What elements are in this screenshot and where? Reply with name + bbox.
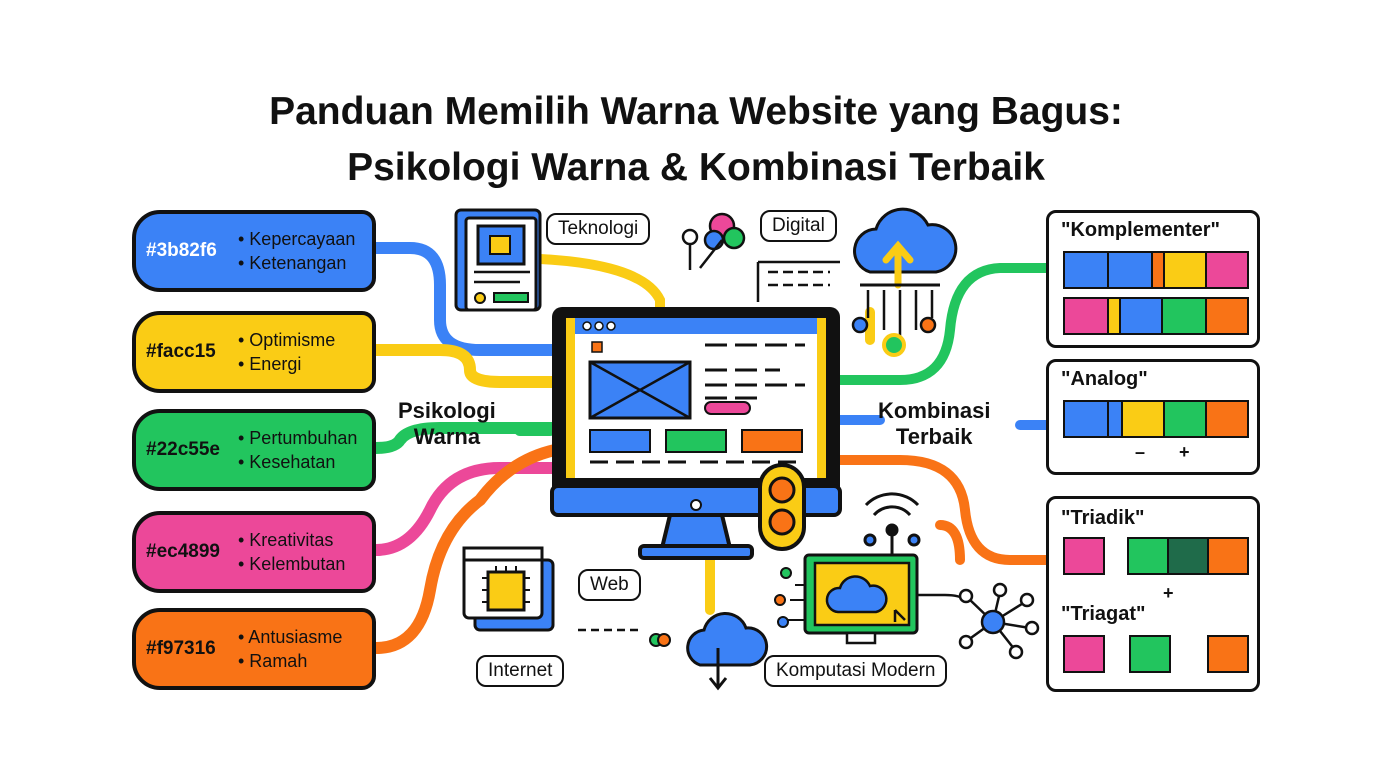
color-card-orange: #f97316 • Antusiasme • Ramah xyxy=(132,608,376,690)
color-card-blue: #3b82f6 • Kepercayaan • Ketenangan xyxy=(132,210,376,292)
swatch xyxy=(1119,297,1163,335)
document-icon xyxy=(454,208,542,312)
trait-item: • Ramah xyxy=(238,651,308,671)
traits-list: • Antusiasme • Ramah xyxy=(238,625,342,673)
box-title: "Triadik" xyxy=(1061,507,1145,529)
title-line-2: Psikologi Warna & Kombinasi Terbaik xyxy=(347,146,1045,189)
swatch xyxy=(1129,635,1171,673)
hex-code: #ec4899 xyxy=(146,541,220,562)
swatch xyxy=(1063,537,1105,575)
connector-green xyxy=(370,422,561,454)
trait-item: • Energi xyxy=(238,354,302,374)
label-line: Psikologi xyxy=(398,398,496,423)
trait-item: • Ketenangan xyxy=(238,253,347,273)
psikologi-connectors xyxy=(370,242,561,654)
color-card-green: #22c55e • Pertumbuhan • Kesehatan xyxy=(132,409,376,491)
text-lines-icon xyxy=(756,260,840,302)
swatch xyxy=(1163,251,1207,289)
connector-blue xyxy=(370,242,561,356)
label-line: Terbaik xyxy=(895,424,973,449)
hex-code: #facc15 xyxy=(146,341,216,362)
trait-item: • Kelembutan xyxy=(238,554,346,574)
swatch xyxy=(1167,537,1209,575)
trait-item: • Kreativitas xyxy=(238,530,334,550)
trait-item: • Pertumbuhan xyxy=(238,428,358,448)
palette-icon xyxy=(681,212,746,270)
connector-yellow xyxy=(370,344,561,388)
kombinasi-connectors xyxy=(495,253,1055,615)
color-card-yellow: #facc15 • Optimisme • Energi xyxy=(132,311,376,393)
connector-pink xyxy=(370,462,561,556)
swatch xyxy=(1063,635,1105,673)
swatch xyxy=(1205,297,1249,335)
swatch xyxy=(1107,251,1153,289)
tag-teknologi: Teknologi xyxy=(546,213,651,245)
swatch xyxy=(1127,537,1169,575)
cpu-chip-icon xyxy=(462,546,671,647)
label-line: Kombinasi xyxy=(878,398,991,423)
cloud-download-icon xyxy=(686,611,769,691)
swatch xyxy=(1207,635,1249,673)
hex-code: #f97316 xyxy=(146,638,216,659)
trait-item: • Optimisme xyxy=(238,330,336,350)
swatch xyxy=(1205,400,1249,438)
swatch xyxy=(1163,400,1207,438)
psikologi-warna-label: Psikologi Warna xyxy=(398,398,496,450)
traffic-light-icon xyxy=(758,463,806,551)
box-title: "Komplementer" xyxy=(1061,219,1220,241)
swatch xyxy=(1207,537,1249,575)
wifi-icon xyxy=(863,492,921,555)
color-card-pink: #ec4899 • Kreativitas • Kelembutan xyxy=(132,511,376,593)
box-title: "Analog" xyxy=(1061,368,1148,390)
title-line-1: Panduan Memilih Warna Website yang Bagus… xyxy=(269,90,1123,133)
triadik-box: "Triadik" + "Triagat" xyxy=(1046,496,1260,692)
traits-list: • Optimisme • Energi xyxy=(238,328,335,376)
tag-internet: Internet xyxy=(476,655,565,687)
swatch xyxy=(1063,251,1109,289)
connector-orange xyxy=(370,444,561,654)
label-line: Warna xyxy=(413,424,481,449)
swatch xyxy=(1121,400,1165,438)
swatch xyxy=(1063,400,1109,438)
swatch xyxy=(1063,297,1109,335)
tag-digital: Digital xyxy=(760,210,837,242)
trait-item: • Antusiasme xyxy=(238,627,343,647)
analog-box: "Analog" – + xyxy=(1046,359,1260,475)
tag-komputasi-modern: Komputasi Modern xyxy=(764,655,948,687)
komplementer-box: "Komplementer" xyxy=(1046,210,1260,348)
page-title: Panduan Memilih Warna Website yang Bagus… xyxy=(0,84,1392,196)
trait-item: • Kepercayaan xyxy=(238,229,356,249)
traits-list: • Kreativitas • Kelembutan xyxy=(238,528,345,576)
swatch xyxy=(1161,297,1207,335)
cloud-monitor-icon xyxy=(774,553,966,645)
box-title: "Triagat" xyxy=(1061,603,1146,625)
minus-sign: – xyxy=(1135,442,1146,462)
kombinasi-terbaik-label: Kombinasi Terbaik xyxy=(878,398,990,450)
cloud-upload-icon xyxy=(851,207,958,357)
traits-list: • Pertumbuhan • Kesehatan xyxy=(238,426,357,474)
network-node-icon xyxy=(958,582,1040,660)
trait-item: • Kesehatan xyxy=(238,452,336,472)
swatch xyxy=(1205,251,1249,289)
plus-sign: + xyxy=(1163,583,1174,603)
tag-web: Web xyxy=(578,569,641,601)
hex-code: #22c55e xyxy=(146,439,220,460)
hex-code: #3b82f6 xyxy=(146,240,217,261)
traits-list: • Kepercayaan • Ketenangan xyxy=(238,227,355,275)
plus-sign: + xyxy=(1179,442,1190,462)
